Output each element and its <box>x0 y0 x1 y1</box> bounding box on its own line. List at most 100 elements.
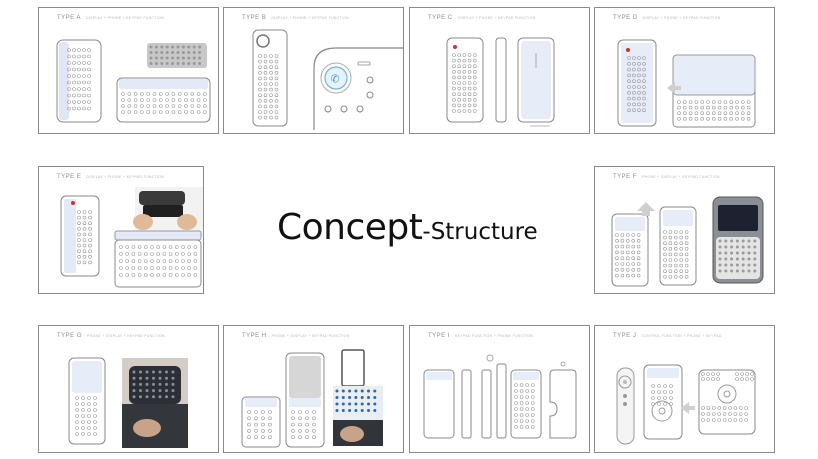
keypad-key <box>77 61 81 65</box>
keypad-key <box>625 256 630 260</box>
keypad-key <box>258 87 262 92</box>
keypad-key <box>82 260 87 265</box>
keypad-key <box>158 370 162 374</box>
keypad-key <box>88 260 92 265</box>
keypad-key <box>730 251 734 255</box>
keypad-key <box>145 395 149 399</box>
keypad-key <box>722 418 727 422</box>
keypad-key <box>171 370 175 374</box>
keypad-key <box>261 429 265 433</box>
keypad-key <box>627 91 631 95</box>
keypad-key <box>263 54 268 58</box>
keypad-key <box>519 413 524 417</box>
keypad-key <box>525 413 529 417</box>
keypad-key <box>674 263 678 268</box>
keypad-key <box>733 406 738 410</box>
keypad-key <box>701 406 705 410</box>
keypad-key <box>631 233 636 237</box>
keypad-key <box>254 429 258 433</box>
type-i-illustration <box>423 354 577 439</box>
keypad-key <box>67 100 71 104</box>
keypad-key <box>165 98 169 102</box>
keypad-key <box>674 230 678 234</box>
keypad-key <box>684 275 689 279</box>
keypad-key <box>119 259 123 263</box>
keypad-key <box>747 257 751 261</box>
keypad-key <box>121 98 125 102</box>
keypad-key <box>531 419 535 423</box>
keypad-key <box>741 263 745 267</box>
keypad-key <box>717 105 722 110</box>
keypad-key <box>688 100 693 104</box>
keypad-key <box>683 117 687 121</box>
keypad-key <box>159 110 163 114</box>
keypad-key <box>663 263 667 268</box>
keypad-key <box>132 382 136 386</box>
keypad-key <box>651 402 655 406</box>
keypad-key <box>187 62 191 65</box>
keypad-key <box>165 370 168 374</box>
keypad-key <box>744 412 748 416</box>
type-b-illustration: ✆ <box>252 29 403 130</box>
keypad-key <box>679 230 683 234</box>
keypad-key <box>724 239 728 243</box>
keypad-key <box>735 100 739 104</box>
keypad-key <box>452 109 456 113</box>
keypad-key <box>348 396 352 399</box>
keypad-key <box>739 406 743 410</box>
keypad-key <box>175 245 179 249</box>
keypad-key <box>67 54 71 59</box>
keypad-key <box>159 98 163 102</box>
keypad-key <box>165 104 169 108</box>
keypad-key <box>631 256 636 260</box>
keypad-key <box>735 251 739 255</box>
keypad-key <box>741 257 745 261</box>
keypad-key <box>733 418 738 422</box>
keypad-key <box>724 263 728 267</box>
keypad-key <box>269 76 273 81</box>
keypad-key <box>335 409 339 412</box>
keypad-key <box>637 67 641 72</box>
keypad-key <box>263 93 268 97</box>
keypad-key <box>119 266 123 270</box>
keypad-key <box>519 407 524 411</box>
keypad-key <box>642 91 646 95</box>
keypad-key <box>679 269 683 273</box>
type-d-illustration <box>617 39 756 128</box>
keypad-key <box>615 273 619 278</box>
keypad-key <box>457 81 462 85</box>
card-title: TYPE E <box>57 174 82 180</box>
keypad-key <box>82 221 87 226</box>
type-f-illustration <box>611 196 764 287</box>
keypad-key <box>632 108 636 112</box>
keypad-key <box>679 247 683 251</box>
keypad-key <box>367 389 370 393</box>
keypad-key <box>93 414 97 418</box>
keypad-key <box>717 412 721 416</box>
keypad-key <box>87 87 91 91</box>
keypad-key <box>716 372 720 376</box>
keypad-key <box>452 92 456 96</box>
keypad-key <box>724 245 728 249</box>
keypad-key <box>341 396 345 399</box>
keypad-key <box>627 85 631 89</box>
keypad-key <box>712 406 716 410</box>
keypad-key <box>168 259 173 263</box>
keypad-key <box>615 262 619 266</box>
keypad-key <box>718 269 722 273</box>
keypad-key <box>82 93 86 98</box>
keypad-key <box>457 64 462 69</box>
keypad-key <box>367 409 370 412</box>
keypad-key <box>663 230 667 234</box>
keypad-key <box>631 250 636 255</box>
keypad-key <box>192 62 196 65</box>
keypad-key <box>82 238 87 242</box>
keypad-key <box>139 389 142 393</box>
type-g-illustration <box>68 357 188 448</box>
keypad-key <box>701 377 705 381</box>
keypad-key <box>373 396 377 399</box>
keypad-key <box>700 117 704 121</box>
keypad-key <box>462 69 467 74</box>
